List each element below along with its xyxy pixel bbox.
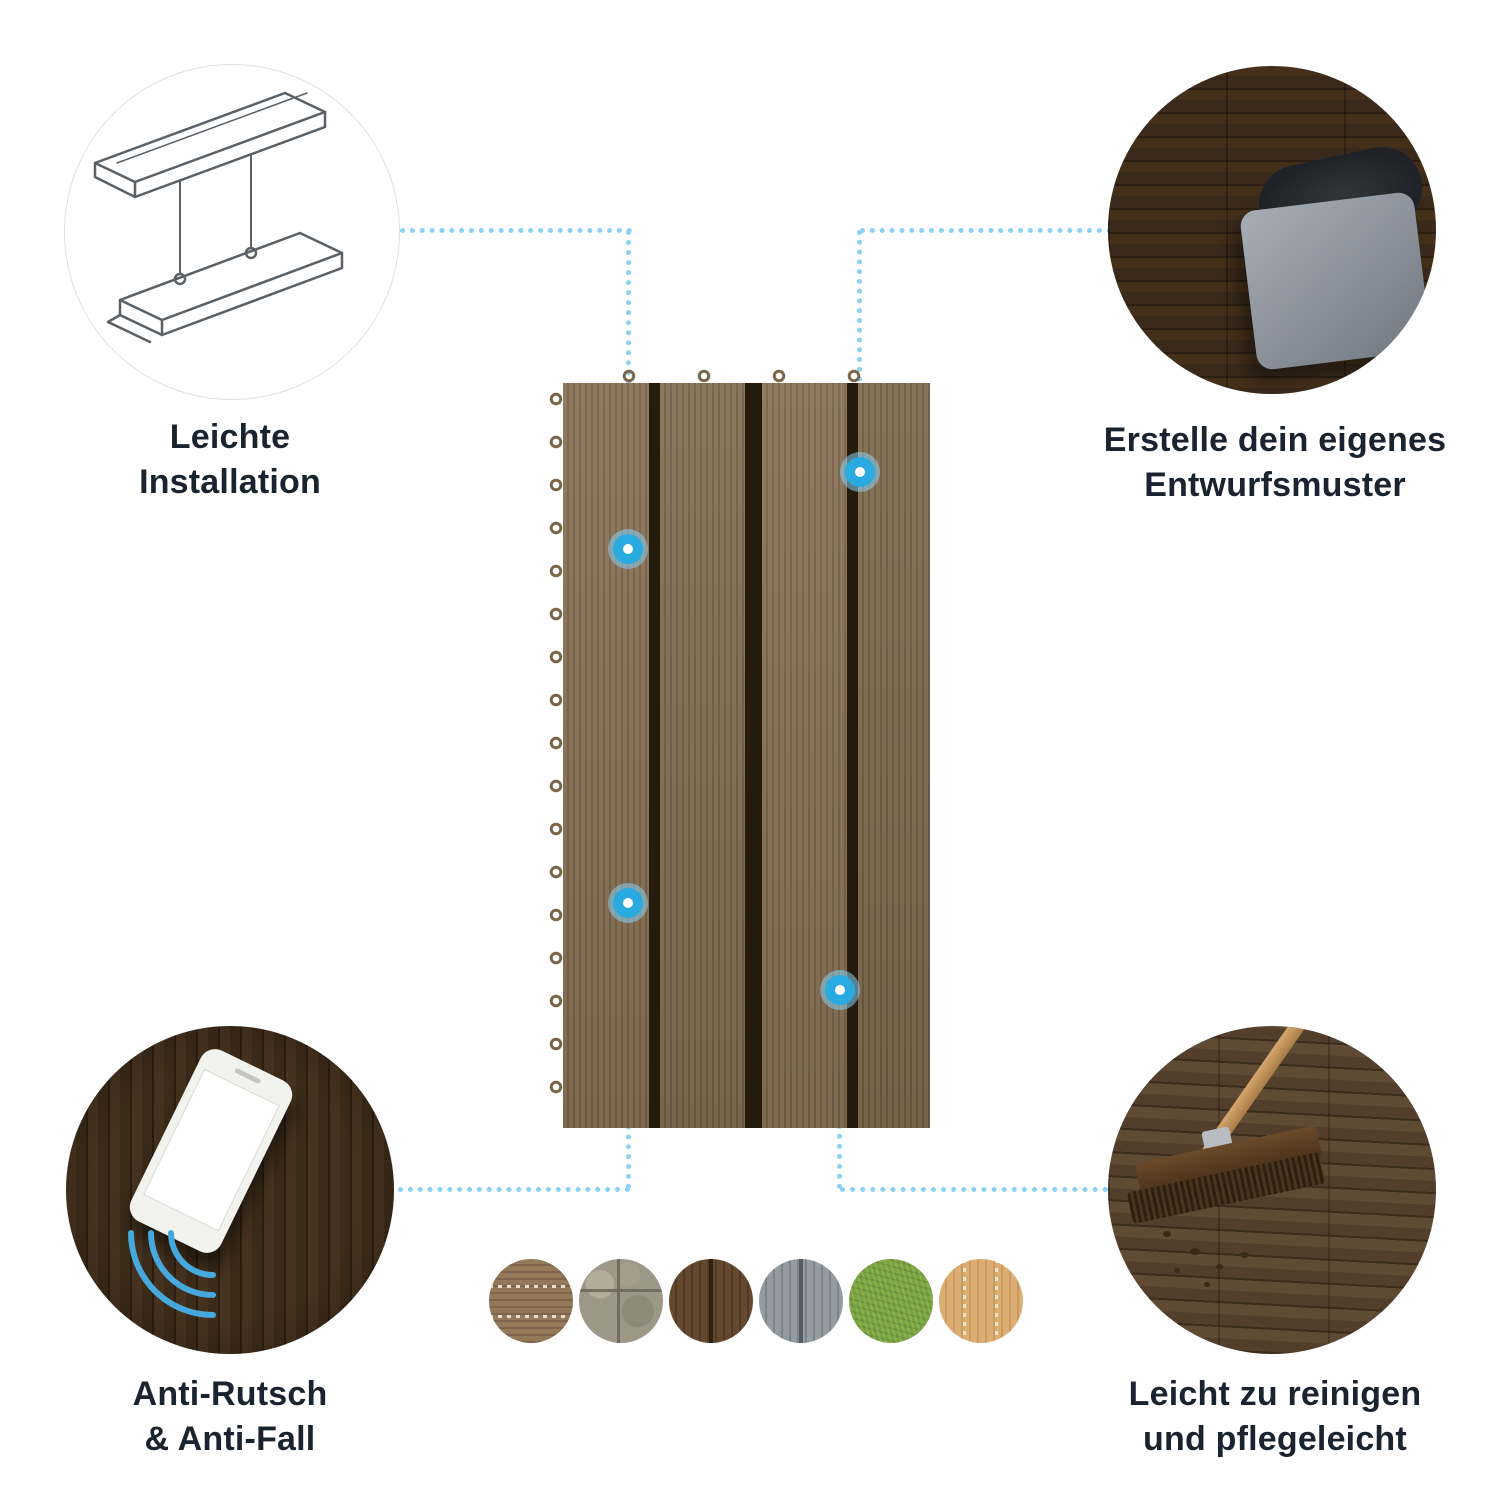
callout-dot [825,975,855,1005]
color-swatches [489,1259,1023,1343]
connector-top-left-h [400,228,632,233]
callout-dot [613,888,643,918]
dirt-speck [1204,1282,1210,1287]
installation-illustration [64,64,400,400]
feature-label-anti-slip: Anti-Rutsch & Anti-Fall [30,1372,430,1462]
grass-swatch [849,1259,933,1343]
chair [1238,190,1433,372]
stone-swatch [579,1259,663,1343]
label-line: Erstelle dein eigenes [1103,421,1447,459]
label-line: und pflegeleicht [1143,1419,1407,1458]
label-line: Leicht zu reinigen [1128,1375,1422,1413]
label-line: Installation [139,462,321,501]
bounce-arcs-icon [128,1230,216,1318]
feature-label-own-design: Erstelle dein eigenes Entwurfsmuster [1070,418,1480,508]
dirt-speck [1216,1264,1223,1270]
connector-top-right-h [860,228,1112,233]
interlock-tabs-top [621,368,921,384]
gray-swatch [759,1259,843,1343]
dark-brown-swatch [669,1259,753,1343]
callout-dot [613,534,643,564]
feature-label-easy-clean: Leicht zu reinigen und pflegeleicht [1070,1372,1480,1462]
connector-bottom-left-h [398,1187,630,1192]
dirt-speck [1240,1252,1249,1258]
label-line: Leichte [169,418,291,456]
dirt-speck [1174,1268,1180,1273]
feature-label-easy-installation: Leichte Installation [30,415,430,505]
tile-plank [563,383,649,1128]
tile-plank [762,383,847,1128]
dirt-speck [1163,1231,1171,1237]
dirt-speck [1190,1248,1200,1255]
easy-clean-photo [1108,1026,1436,1354]
interlock-tabs-left [548,391,564,1122]
anti-slip-photo [66,1026,394,1354]
label-line: Entwurfsmuster [1144,465,1406,504]
connector-top-right-v [857,230,862,460]
callout-dot [845,457,875,487]
installation-sketch-icon [93,91,344,344]
connector-bottom-right-h [840,1187,1108,1192]
tile-plank [858,383,930,1128]
teak-swatch [939,1259,1023,1343]
wood-brown-swatch [489,1259,573,1343]
label-line: & Anti-Fall [144,1419,316,1458]
design-pattern-photo [1108,66,1436,394]
decking-tile [548,368,930,1128]
label-line: Anti-Rutsch [132,1375,328,1413]
tile-plank [660,383,745,1128]
